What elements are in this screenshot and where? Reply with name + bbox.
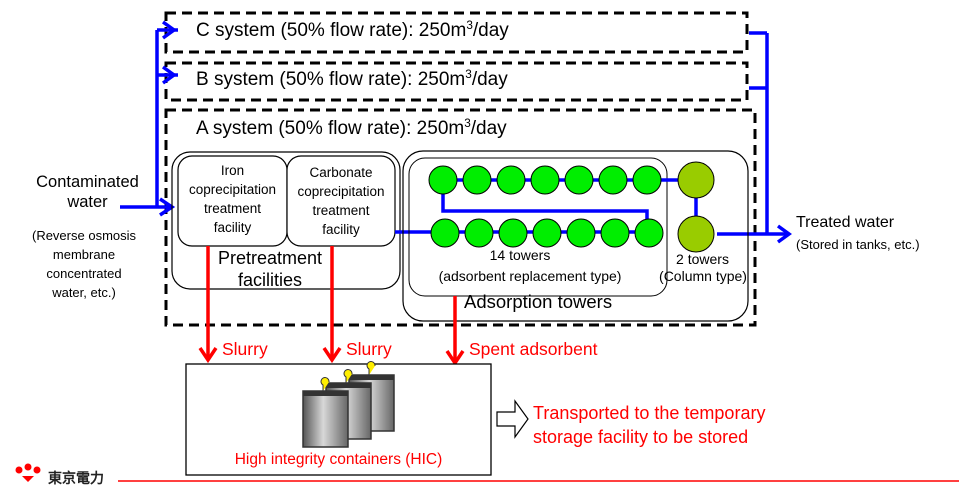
outlet-piping: [717, 31, 792, 244]
inlet-title-line2: water: [67, 193, 108, 211]
facility-line: treatment: [312, 203, 370, 218]
system-a-label: A system (50% flow rate): 250m3/day: [196, 116, 507, 139]
facility-line: facility: [322, 222, 360, 237]
pretreatment-group-label: Pretreatment facilities: [210, 247, 330, 291]
replacement-towers-box: [408, 157, 668, 297]
carbonate-facility-label: Carbonate coprecipitation treatment faci…: [287, 163, 395, 239]
outlet-title: Treated water: [796, 214, 895, 231]
carbonate-facility-box: [286, 155, 396, 247]
facility-line: facility: [213, 220, 252, 235]
inlet-note-line: concentrated: [46, 266, 122, 281]
footer-logo-text: 東京電力: [48, 470, 104, 486]
adsorption-group-box: [402, 150, 749, 322]
hic-label: High integrity containers (HIC): [234, 451, 443, 468]
system-a-box-border: [164, 108, 757, 327]
towers: [428, 161, 715, 253]
waste-arrows: [198, 246, 465, 367]
column-type-label: (Column type): [659, 268, 747, 284]
replacement-tower: [498, 218, 528, 248]
column-tower: [677, 215, 715, 253]
replacement-tower: [530, 165, 560, 195]
inlet-note-line: membrane: [52, 247, 116, 262]
waste-label-slurry-iron: Slurry: [222, 339, 268, 359]
inlet-note-line: (Reverse osmosis: [31, 228, 137, 243]
replacement-tower: [600, 218, 630, 248]
replacement-tower: [632, 165, 662, 195]
transport-text: Transported to the temporary storage fac…: [533, 401, 765, 449]
system-c-box-border: [164, 11, 749, 54]
system-c-label: C system (50% flow rate): 250m3/day: [196, 18, 509, 41]
transport-line2: storage facility to be stored: [533, 427, 749, 447]
system-b-box-border: [164, 61, 749, 102]
hic-container-icon: [302, 377, 349, 448]
waste-label-slurry-carbonate: Slurry: [346, 339, 392, 359]
adsorption-group-label: Adsorption towers: [464, 291, 613, 312]
iron-facility-label: Iron coprecipitation treatment facility: [178, 161, 287, 237]
replacement-tower: [464, 218, 494, 248]
waste-label-spent-adsorbent: Spent adsorbent: [469, 339, 598, 359]
inlet-piping: [120, 28, 178, 209]
pretreatment-label-line2: facilities: [237, 270, 303, 290]
facility-line: Iron: [220, 163, 245, 178]
replacement-tower: [428, 165, 458, 195]
replacement-tower: [634, 218, 664, 248]
transport-line1: Transported to the temporary: [533, 403, 766, 423]
inlet-note: (Reverse osmosis membrane concentrated w…: [14, 226, 154, 302]
facility-line: coprecipitation: [297, 184, 385, 199]
replacement-tower: [564, 165, 594, 195]
replacement-type-label: (adsorbent replacement type): [438, 268, 622, 284]
column-tower: [677, 161, 715, 199]
transport-arrow-icon: [496, 399, 529, 439]
column-count-label: 2 towers: [676, 251, 729, 267]
replacement-tower: [598, 165, 628, 195]
inlet-label: Contaminated water: [20, 172, 155, 212]
replacement-count-label: 14 towers: [489, 247, 551, 263]
outlet-note: (Stored in tanks, etc.): [796, 237, 920, 252]
facility-line: treatment: [203, 201, 262, 216]
inlet-note-line: water, etc.): [52, 285, 116, 300]
inlet-title-line1: Contaminated: [36, 173, 139, 191]
replacement-tower: [496, 165, 526, 195]
hic-containers: [302, 361, 395, 448]
system-b-label: B system (50% flow rate): 250m3/day: [196, 67, 508, 90]
replacement-tower: [430, 218, 460, 248]
pretreatment-group-box: [171, 151, 401, 290]
facility-line: coprecipitation: [188, 182, 277, 197]
replacement-tower: [462, 165, 492, 195]
replacement-tower: [532, 218, 562, 248]
pretreatment-label-line1: Pretreatment: [217, 248, 323, 268]
tepco-logo-icon: [15, 463, 41, 482]
facility-line: Carbonate: [309, 165, 373, 180]
replacement-tower: [566, 218, 596, 248]
